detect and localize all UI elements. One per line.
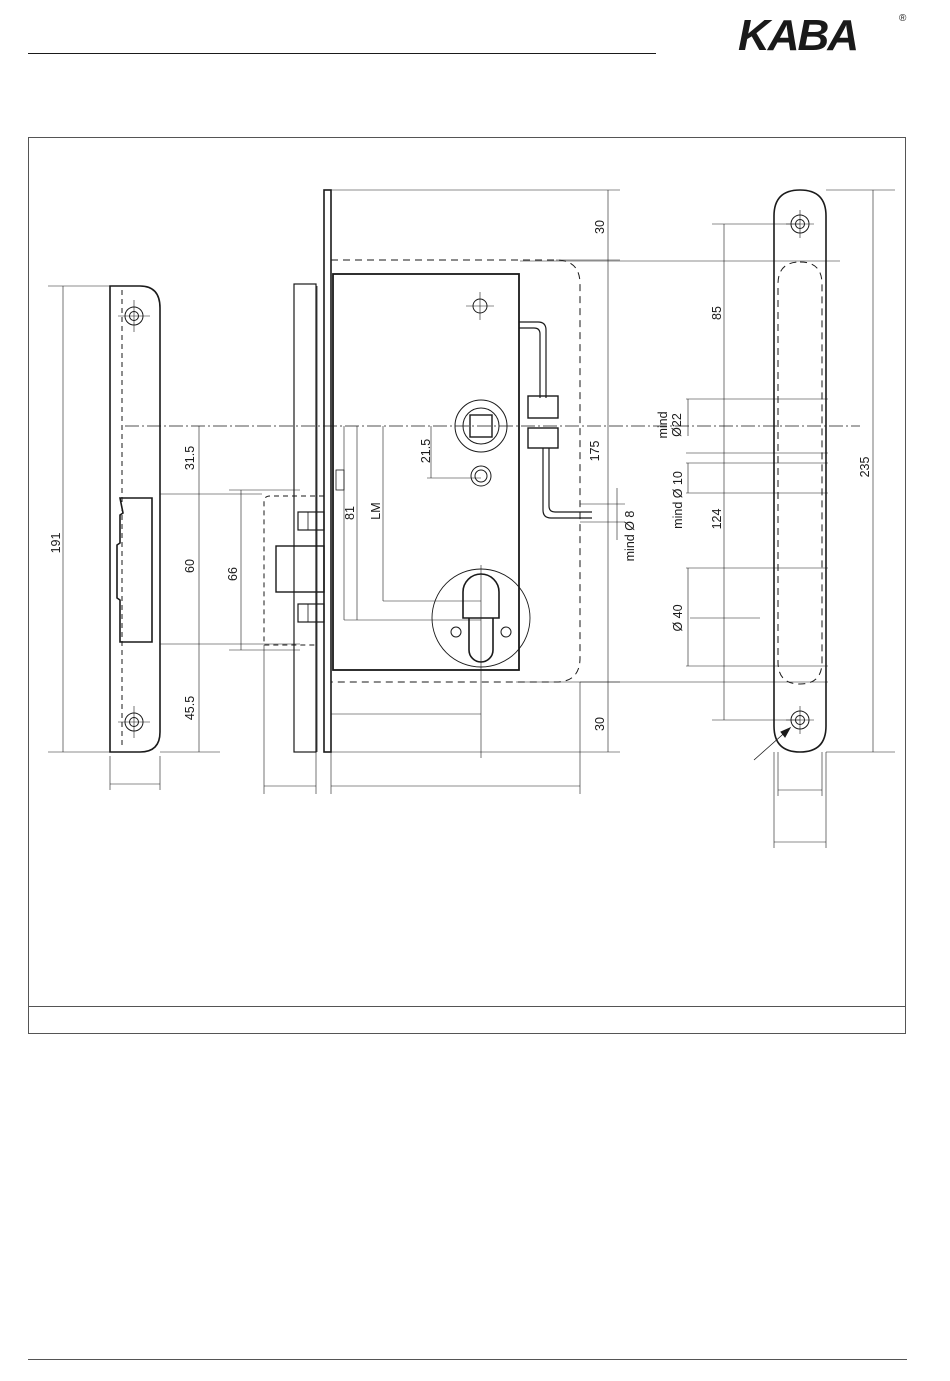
dim-85: 85 [710,306,724,320]
fixing-hole [471,466,491,486]
screw-hole [118,706,150,738]
dim-191: 191 [49,533,63,554]
fixing-hole [466,292,494,320]
dim-31-5: 31.5 [183,446,197,470]
dim-mind-d8: mind Ø 8 [623,511,637,562]
dim-81: 81 [343,506,357,520]
footer-rule [28,1359,907,1360]
dim-175: 175 [588,441,602,462]
lock-forend [294,190,331,752]
dim-235: 235 [858,457,872,478]
cylinder-hole [432,565,530,758]
dim-lm: LM [369,502,383,519]
dim-66: 66 [226,567,240,581]
cover-plate [754,190,826,760]
dim-mind-d10: mind Ø 10 [671,471,685,529]
dim-30-bottom: 30 [593,717,607,731]
screw-hole [118,300,150,332]
striking-plate [110,286,160,752]
dim-21-5: 21.5 [419,439,433,463]
dim-30-top: 30 [593,220,607,234]
dim-mind-label: mind [656,411,670,438]
dim-124: 124 [710,509,724,530]
cable-connector [519,322,592,518]
dim-d40: Ø 40 [671,604,685,631]
dim-45-5: 45.5 [183,696,197,720]
dim-d22: Ø22 [670,413,684,437]
dim-60: 60 [183,559,197,573]
